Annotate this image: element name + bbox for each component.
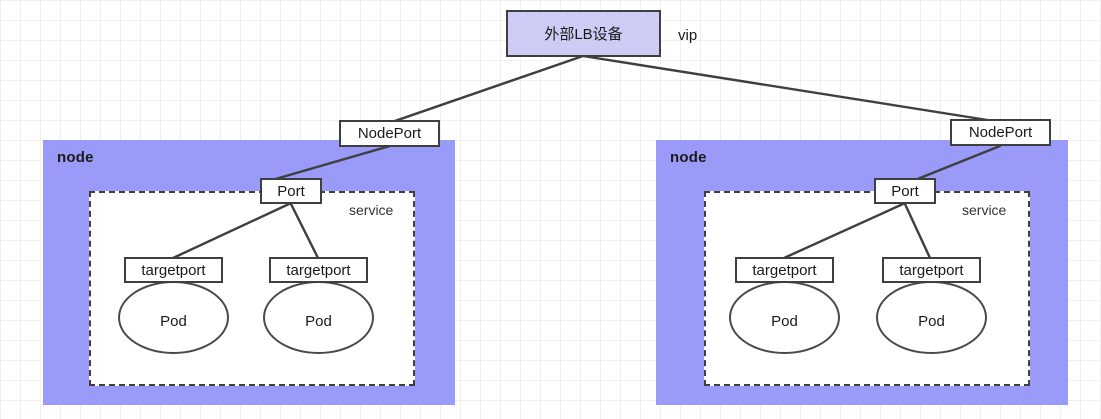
targetport-right-1-label: targetport <box>752 261 817 279</box>
node-label-left: node <box>57 149 94 166</box>
service-label-left: service <box>349 202 394 218</box>
port-left-label: Port <box>277 182 305 200</box>
pod-right-2[interactable]: Pod <box>876 281 987 354</box>
pod-right-1[interactable]: Pod <box>729 281 840 354</box>
external-lb-label: 外部LB设备 <box>544 26 623 43</box>
pod-left-1[interactable]: Pod <box>118 281 229 354</box>
pod-right-2-label: Pod <box>918 313 945 330</box>
port-right[interactable]: Port <box>874 178 936 204</box>
pod-left-1-label: Pod <box>160 313 187 330</box>
nodeport-right-label: NodePort <box>968 124 1033 141</box>
service-label-right: service <box>962 202 1007 218</box>
targetport-right-1[interactable]: targetport <box>735 257 834 283</box>
targetport-left-1-label: targetport <box>141 261 206 279</box>
nodeport-right[interactable]: NodePort <box>950 119 1051 146</box>
targetport-right-2[interactable]: targetport <box>882 257 981 283</box>
pod-right-1-label: Pod <box>771 313 798 330</box>
targetport-left-1[interactable]: targetport <box>124 257 223 283</box>
targetport-left-2-label: targetport <box>286 261 351 279</box>
port-left[interactable]: Port <box>260 178 322 204</box>
targetport-right-2-label: targetport <box>899 261 964 279</box>
node-label-right: node <box>670 149 707 166</box>
nodeport-left[interactable]: NodePort <box>339 120 440 147</box>
edge-lb-to-nodeport-right <box>581 54 1002 124</box>
pod-left-2-label: Pod <box>305 313 332 330</box>
pod-left-2[interactable]: Pod <box>263 281 374 354</box>
nodeport-left-label: NodePort <box>357 125 422 142</box>
port-right-label: Port <box>891 182 919 200</box>
vip-label: vip <box>678 27 698 44</box>
targetport-left-2[interactable]: targetport <box>269 257 368 283</box>
external-lb-box[interactable]: 外部LB设备 <box>506 10 661 57</box>
